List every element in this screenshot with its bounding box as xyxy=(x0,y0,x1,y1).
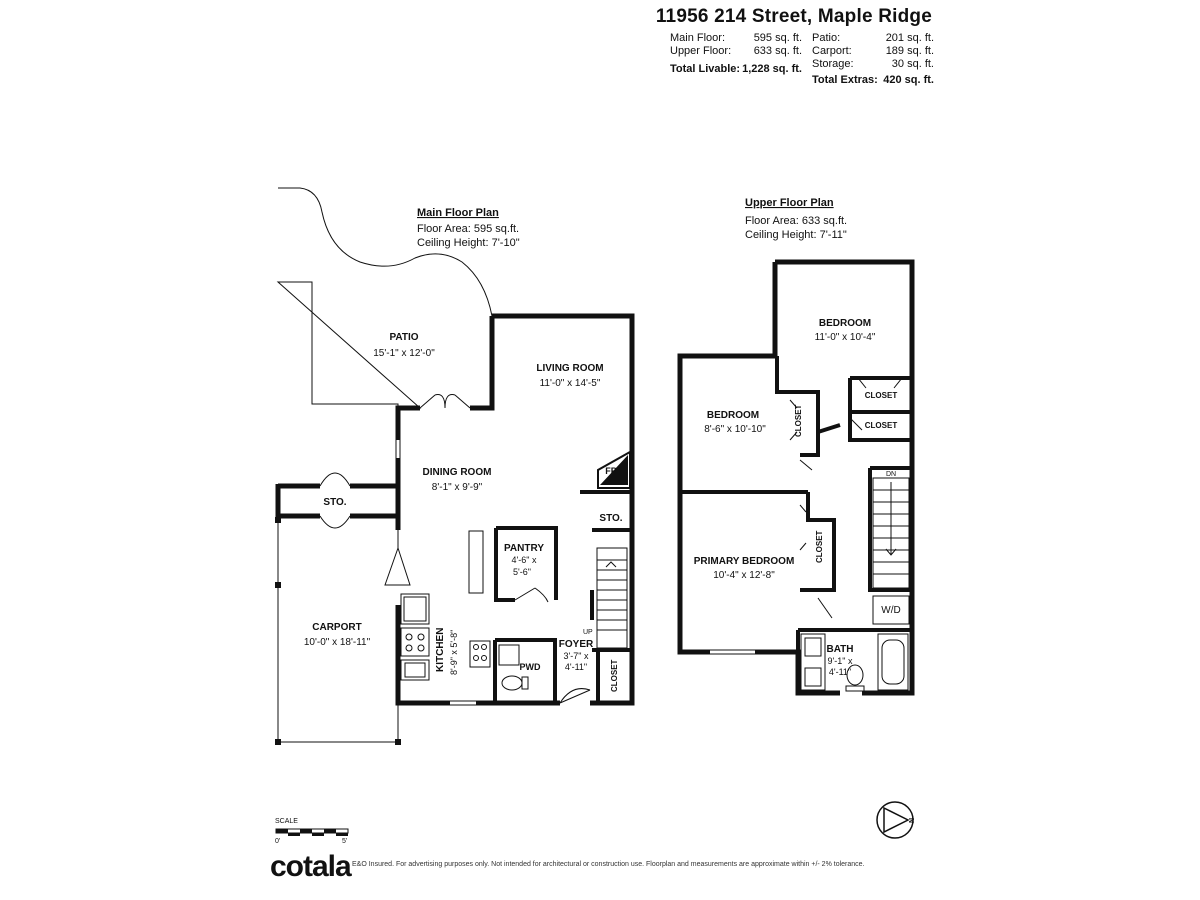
main-floor-ceiling: Ceiling Height: 7'-10" xyxy=(417,237,520,249)
carport-dims: 10'-0" x 18'-11" xyxy=(304,637,371,648)
scale-five: 5' xyxy=(342,838,348,845)
main-floor-label: Main Floor: xyxy=(670,32,726,44)
kitchen-label: KITCHEN xyxy=(435,628,446,672)
stairs-up-label: UP xyxy=(583,629,593,636)
primary-bedroom-dims: 10'-4" x 12'-8" xyxy=(713,570,775,581)
foyer-label: FOYER xyxy=(559,639,594,650)
living-room-label: LIVING ROOM xyxy=(536,363,603,374)
living-room-dims: 11'-0" x 14'-5" xyxy=(540,378,601,389)
upper-interior-walls xyxy=(680,356,912,652)
closet-d-label: CLOSET xyxy=(815,530,824,563)
total-livable-value: 1,228 sq. ft. xyxy=(742,63,802,75)
cotala-logo: cotala xyxy=(270,850,352,883)
main-floor-value: 595 sq. ft. xyxy=(753,32,802,44)
kitchen-appliances xyxy=(400,593,491,681)
disclaimer-text: E&O Insured. For advertising purposes on… xyxy=(352,861,865,868)
main-stairs xyxy=(596,547,628,649)
dining-room-dims: 8'-1" x 9'-9" xyxy=(432,482,483,493)
total-extras-value: 420 sq. ft. xyxy=(883,74,934,86)
scale-label: SCALE xyxy=(275,818,298,825)
powder-room-fixtures xyxy=(498,644,529,691)
main-interior-walls xyxy=(493,490,632,703)
main-storage-label: STO. xyxy=(599,513,622,524)
powder-room-label: PWD xyxy=(520,662,541,672)
patio-value: 201 sq. ft. xyxy=(885,32,934,44)
patio-label: Patio: xyxy=(812,32,841,44)
bedroom-2-dims: 8'-6" x 10'-10" xyxy=(704,424,766,435)
main-floor-area: Floor Area: 595 sq.ft. xyxy=(417,223,519,235)
fireplace xyxy=(600,455,628,485)
upper-floor-label: Upper Floor: xyxy=(670,45,732,57)
patio-outline xyxy=(276,187,493,409)
foyer-dims-1: 3'-7" x xyxy=(564,651,589,661)
scale-zero: 0' xyxy=(275,838,281,845)
storage-label: Storage: xyxy=(812,58,854,70)
carport-storage-label: STO. xyxy=(323,497,346,508)
primary-bedroom-label: PRIMARY BEDROOM xyxy=(694,556,795,567)
scale-bar xyxy=(275,828,349,836)
closet-c-label: CLOSET xyxy=(865,421,898,430)
carport-posts xyxy=(275,517,401,745)
washer-dryer-label: W/D xyxy=(881,605,900,616)
fireplace-label: FP xyxy=(605,466,617,476)
upper-closet-doors xyxy=(789,377,903,619)
north-arrow-icon: N xyxy=(876,801,916,839)
bedroom-2-label: BEDROOM xyxy=(707,410,759,421)
upper-floor-area: Floor Area: 633 sq.ft. xyxy=(745,215,847,227)
upper-floor-walls xyxy=(677,259,915,696)
upper-floor-plan-title: Upper Floor Plan xyxy=(745,197,834,209)
kitchen-island xyxy=(468,530,484,594)
carport-label: CARPORT xyxy=(312,622,361,633)
upper-floor-ceiling: Ceiling Height: 7'-11" xyxy=(745,229,847,241)
foyer-dims-2: 4'-11" xyxy=(565,662,587,672)
upper-floor-value: 633 sq. ft. xyxy=(753,45,802,57)
total-extras-label: Total Extras: xyxy=(812,74,878,86)
main-floor-plan-title: Main Floor Plan xyxy=(417,207,499,219)
upper-floor-windows xyxy=(677,280,778,655)
total-livable-label: Total Livable: xyxy=(670,63,741,75)
carport-storage-walls xyxy=(275,483,398,520)
compass-letter: N xyxy=(909,818,916,823)
bath-fixtures xyxy=(800,633,909,692)
property-address-title: 11956 214 Street, Maple Ridge xyxy=(655,6,932,27)
bath-dims-2: 4'-11" xyxy=(829,667,851,677)
closet-a-label: CLOSET xyxy=(794,404,803,437)
patio-door xyxy=(419,394,471,409)
storage-value: 30 sq. ft. xyxy=(891,58,934,70)
pantry-dims-2: 5'-6" xyxy=(513,567,531,577)
bath-label: BATH xyxy=(826,644,853,655)
bedroom-1-dims: 11'-0" x 10'-4" xyxy=(815,332,876,343)
dining-room-label: DINING ROOM xyxy=(423,467,492,478)
bedroom-1-label: BEDROOM xyxy=(819,318,871,329)
main-closet-label: CLOSET xyxy=(610,659,619,692)
stairs-down-label: DN xyxy=(886,471,896,478)
patio-dims: 15'-1" x 12'-0" xyxy=(373,348,435,359)
upper-stairs xyxy=(872,477,910,589)
main-floor-windows xyxy=(395,313,572,706)
carport-outline xyxy=(277,472,411,743)
bath-dims-1: 9'-1" x xyxy=(828,656,853,666)
front-door xyxy=(559,688,591,704)
washer-dryer xyxy=(872,595,910,625)
pantry-dims-1: 4'-6" x xyxy=(512,555,537,565)
patio-label: PATIO xyxy=(389,332,418,343)
closet-b-label: CLOSET xyxy=(865,391,898,400)
pantry-label: PANTRY xyxy=(504,543,544,554)
carport-value: 189 sq. ft. xyxy=(885,45,934,57)
kitchen-dims: 8'-9" x 5'-8" xyxy=(449,630,459,675)
carport-label: Carport: xyxy=(812,45,852,57)
